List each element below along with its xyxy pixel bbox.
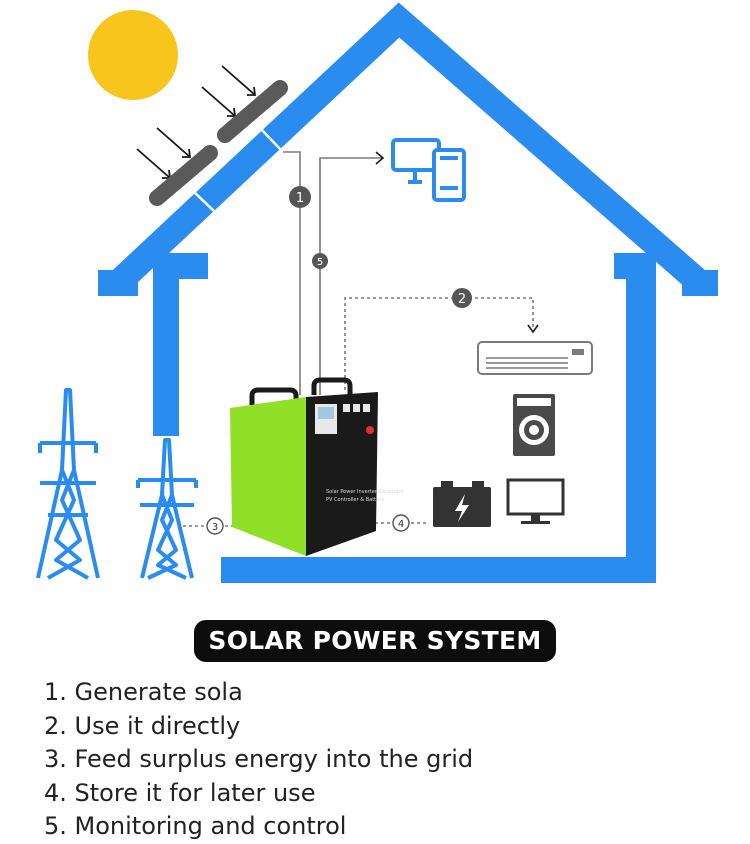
svg-text:1: 1 [296,191,304,206]
house-roof [98,2,718,296]
svg-text:4: 4 [398,519,404,530]
solar-generator-unit: Solar Power Inverter Generator PV Contro… [230,377,405,556]
unit-label: Solar Power Inverter Generator [326,489,405,495]
marker-1: 1 [289,186,311,208]
arrow-to-devices [375,151,385,165]
tv-icon [506,478,565,524]
marker-3: 3 [206,517,224,535]
svg-text:5: 5 [317,257,323,268]
step-item: 3. Feed surplus energy into the grid [44,745,474,773]
svg-text:3: 3 [212,522,218,533]
power-tower-icon [36,388,100,580]
unit-sublabel: PV Controller & Battery [326,497,384,503]
power-tower-icon [136,438,198,580]
step-item: 5. Monitoring and control [44,812,347,840]
smartphone-icon [432,148,466,202]
steps-list: 1. Generate sola 2. Use it directly 3. F… [44,676,473,844]
battery-icon [433,481,491,527]
svg-text:2: 2 [458,292,466,307]
marker-4: 4 [392,514,410,532]
solar-system-diagram: Solar Power Inverter Generator PV Contro… [36,2,718,583]
house-wall-left [153,253,208,436]
sun-icon [88,10,178,100]
marker-5: 5 [312,253,328,269]
house-wall-right [221,253,656,583]
page-title: SOLAR POWER SYSTEM [194,620,556,662]
step-item: 1. Generate sola [44,678,243,706]
title-container: SOLAR POWER SYSTEM [0,620,750,662]
step-item: 2. Use it directly [44,711,241,740]
air-conditioner-icon [477,341,593,375]
sunlight-arrows-icon [136,65,257,179]
step-item: 4. Store it for later use [44,778,316,807]
washing-machine-icon [513,394,555,456]
marker-2: 2 [452,288,472,308]
arrow-to-appliances [527,324,539,334]
